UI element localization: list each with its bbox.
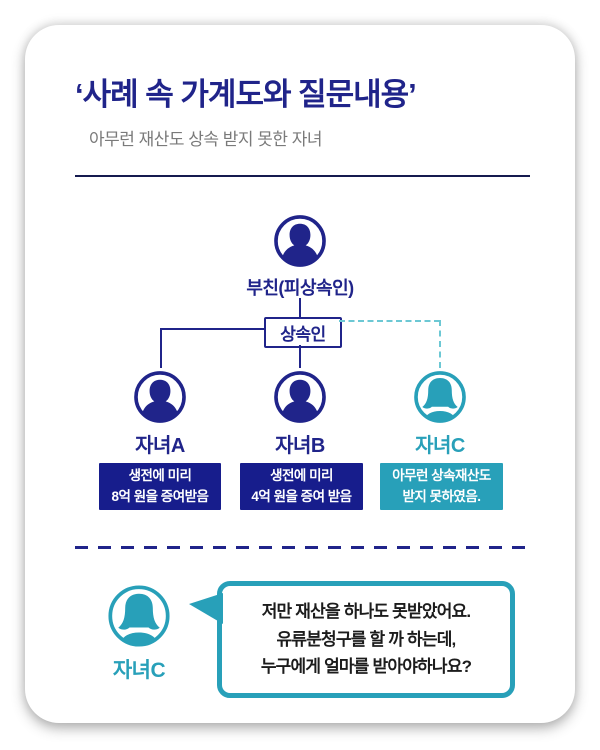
connector-left-vertical <box>160 328 162 368</box>
connector-center-vertical <box>299 345 301 368</box>
child-b-note-line1: 생전에 미리 <box>270 467 333 483</box>
father-person-icon <box>271 212 329 270</box>
child-a-note: 생전에 미리 8억 원을 증여받음 <box>99 463 221 510</box>
connector-father <box>299 298 301 318</box>
question-speaker-label: 자녀C <box>112 659 166 682</box>
content-card: ‘사례 속 가계도와 질문내용’ 아무런 재산도 상속 받지 못한 자녀 부친(… <box>25 25 575 723</box>
section-divider-dashed <box>75 546 530 549</box>
child-a-note-line1: 생전에 미리 <box>128 467 192 483</box>
question-line1: 저만 재산을 하나도 못받았어요. <box>261 602 471 622</box>
child-b-note-line2: 4억 원을 증여 받음 <box>251 488 352 504</box>
child-b-label: 자녀B <box>275 435 325 457</box>
child-c-note-line1: 아무런 상속재산도 <box>392 467 491 483</box>
question-line2: 유류분청구를 할 까 하는데, <box>276 629 457 649</box>
child-b-note: 생전에 미리 4억 원을 증여 받음 <box>240 463 363 510</box>
connector-right-horizontal-dashed <box>339 320 440 322</box>
page-subtitle: 아무런 재산도 상속 받지 못한 자녀 <box>89 130 323 149</box>
child-c-label: 자녀C <box>415 435 465 457</box>
question-woman-icon <box>105 582 173 650</box>
child-c-woman-icon <box>411 368 469 426</box>
speech-bubble: 저만 재산을 하나도 못받았어요. 유류분청구를 할 까 하는데, 누구에게 얼… <box>189 581 515 698</box>
child-a-person-icon <box>131 368 189 426</box>
header-divider <box>75 175 530 177</box>
child-a-note-line2: 8억 원을 증여받음 <box>111 488 209 504</box>
child-c-note-line2: 받지 못하였음. <box>402 488 481 504</box>
speech-bubble-tail-icon <box>189 593 223 624</box>
page-title: ‘사례 속 가계도와 질문내용’ <box>75 77 417 112</box>
connector-left-horizontal <box>161 328 264 330</box>
question-line3: 누구에게 얼마를 받아야하나요? <box>260 657 472 677</box>
child-a-label: 자녀A <box>135 435 185 457</box>
child-b-person-icon <box>271 368 329 426</box>
child-c-note: 아무런 상속재산도 받지 못하였음. <box>380 463 503 510</box>
connector-right-vertical-dashed <box>439 320 441 368</box>
heir-box: 상속인 <box>264 317 342 348</box>
father-label: 부친(피상속인) <box>246 278 354 298</box>
